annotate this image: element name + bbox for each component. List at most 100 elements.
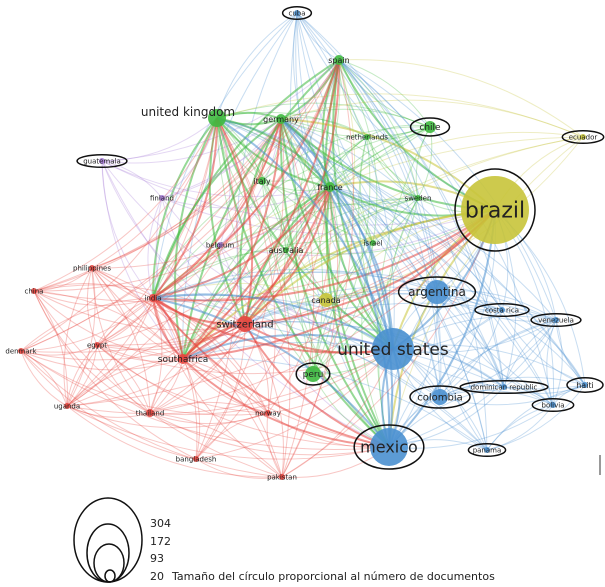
size-legend: 304 172 93 20 Tamaño del círculo proporc… xyxy=(73,497,495,583)
network-edge xyxy=(152,297,184,360)
node-australia[interactable]: australia xyxy=(269,246,304,255)
network-edge xyxy=(96,344,184,362)
network-edge xyxy=(152,297,390,448)
node-finland[interactable]: finland xyxy=(150,194,174,202)
network-edge xyxy=(281,348,394,478)
node-norway[interactable]: norway xyxy=(255,409,281,417)
network-edge xyxy=(182,186,331,360)
network-edge xyxy=(415,126,431,199)
network-edge xyxy=(149,358,184,414)
node-haiti[interactable]: haiti xyxy=(566,377,604,393)
network-edge xyxy=(244,136,584,325)
node-bolivia[interactable]: bolivia xyxy=(531,397,575,413)
node-cuba[interactable]: cuba xyxy=(281,5,313,21)
node-circle xyxy=(325,182,335,192)
network-edge xyxy=(338,59,584,138)
node-circle xyxy=(159,195,165,201)
network-edge xyxy=(152,118,282,299)
node-india[interactable]: india xyxy=(144,294,162,302)
node-label: bangladesh xyxy=(176,455,217,463)
node-argentina[interactable]: argentina xyxy=(397,276,477,308)
network-edge xyxy=(101,59,340,162)
network-edge xyxy=(216,117,505,388)
network-edge xyxy=(332,59,394,350)
node-label: haiti xyxy=(576,381,594,390)
network-edge xyxy=(96,209,496,346)
node-china[interactable]: china xyxy=(25,287,44,295)
network-edge xyxy=(296,12,441,398)
network-edge xyxy=(66,186,331,407)
node-label: costa rica xyxy=(485,306,519,314)
network-edge xyxy=(182,357,488,451)
node-uganda[interactable]: uganda xyxy=(54,402,80,410)
node-circle xyxy=(283,247,289,253)
network-edge xyxy=(312,197,419,375)
legend-value-304: 304 xyxy=(150,517,171,530)
network-edge xyxy=(216,102,431,128)
network-edge xyxy=(152,271,503,311)
network-edge xyxy=(96,344,390,448)
network-edge xyxy=(503,319,557,388)
network-edge xyxy=(244,186,331,325)
node-southafrica[interactable]: southafrica xyxy=(158,354,208,365)
node-panama[interactable]: panama xyxy=(467,442,507,458)
network-edge xyxy=(486,384,586,451)
node-united-states[interactable]: united states xyxy=(337,328,449,370)
network-edge xyxy=(182,186,331,360)
node-sweden[interactable]: sweden xyxy=(405,194,432,202)
network-edge xyxy=(96,344,269,414)
legend-circle-172 xyxy=(86,523,130,583)
legend-circle-20 xyxy=(104,569,116,583)
network-edge xyxy=(149,323,246,414)
node-label: denmark xyxy=(5,347,37,355)
node-thailand[interactable]: thailand xyxy=(136,409,165,417)
network-edge xyxy=(329,186,394,448)
network-edge xyxy=(66,323,246,407)
node-canada[interactable]: canada xyxy=(311,293,341,307)
node-guatemala[interactable]: guatemala xyxy=(76,153,128,169)
network-edge xyxy=(280,118,505,388)
legend-value-20: 20 xyxy=(150,570,164,583)
node-united-kingdom[interactable]: united kingdom xyxy=(141,105,235,127)
node-label: cuba xyxy=(288,9,305,17)
node-egypt[interactable]: egypt xyxy=(87,341,107,349)
node-label: australia xyxy=(269,246,304,255)
node-ecuador[interactable]: ecuador xyxy=(561,129,605,145)
network-edge xyxy=(503,384,586,394)
network-edge xyxy=(149,323,246,414)
node-spain[interactable]: spain xyxy=(328,55,350,65)
network-edge xyxy=(20,350,68,407)
node-belgium[interactable]: belgium xyxy=(206,241,235,249)
node-pakistan[interactable]: pakistan xyxy=(267,473,297,481)
network-edge xyxy=(66,117,218,407)
network-edge xyxy=(388,291,438,448)
node-chile[interactable]: chile xyxy=(409,117,451,137)
node-italy[interactable]: italy xyxy=(253,177,270,186)
node-costa-rica[interactable]: costa rica xyxy=(474,302,530,318)
node-mexico[interactable]: mexico xyxy=(353,424,425,470)
network-edge xyxy=(149,209,496,414)
node-label: mexico xyxy=(360,438,418,457)
node-switzerland[interactable]: switzerland xyxy=(216,316,274,332)
node-colombia[interactable]: colombia xyxy=(409,385,471,409)
node-peru[interactable]: peru xyxy=(295,362,331,386)
network-edge xyxy=(152,271,557,321)
node-bangladesh[interactable]: bangladesh xyxy=(176,455,217,463)
node-denmark[interactable]: denmark xyxy=(5,347,37,355)
network-edge xyxy=(216,117,291,478)
node-israel[interactable]: israel xyxy=(363,239,382,247)
network-edge xyxy=(359,136,374,244)
node-venezuela[interactable]: venezuela xyxy=(530,312,582,328)
network-edge xyxy=(338,59,442,398)
node-netherlands[interactable]: netherlands xyxy=(346,133,388,141)
network-edge xyxy=(96,59,340,346)
node-circle xyxy=(99,158,105,164)
node-philippines[interactable]: philippines xyxy=(73,264,111,272)
network-edge xyxy=(261,118,282,182)
network-edge xyxy=(239,118,282,325)
node-germany[interactable]: germany xyxy=(263,114,299,124)
node-brazil[interactable]: brazil xyxy=(454,168,536,252)
network-edge xyxy=(338,59,557,321)
node-france[interactable]: france xyxy=(317,182,343,192)
node-dominican-republic[interactable]: dominican republic xyxy=(459,379,549,395)
